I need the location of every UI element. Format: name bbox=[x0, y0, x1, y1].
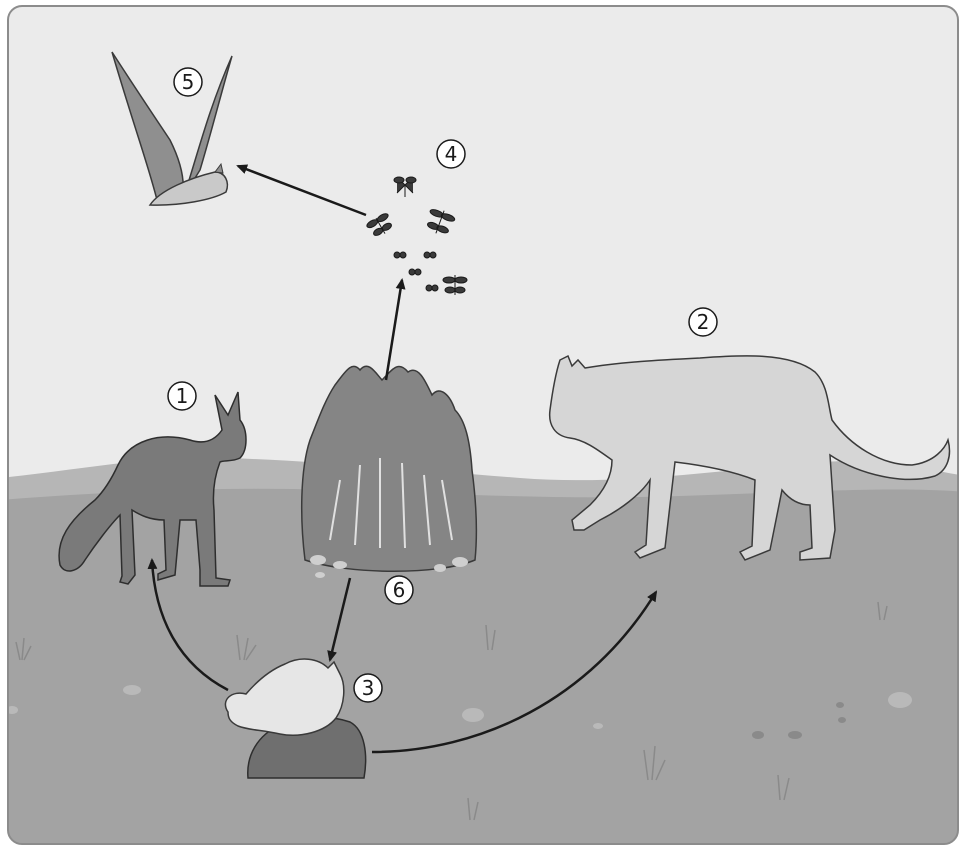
grass-tufts bbox=[15, 601, 888, 821]
label-fox-text: 1 bbox=[176, 384, 189, 408]
arrows bbox=[147, 164, 658, 754]
frame-border bbox=[7, 5, 959, 845]
insects-illustration bbox=[366, 176, 468, 295]
fox-illustration bbox=[58, 391, 247, 587]
label-insects: 4 bbox=[436, 139, 466, 169]
arrow-insects-to-bat bbox=[236, 164, 367, 217]
label-insects-text: 4 bbox=[445, 142, 458, 166]
label-chinchilla-text: 3 bbox=[362, 676, 375, 700]
label-chinchilla: 3 bbox=[353, 673, 383, 703]
ground bbox=[8, 488, 958, 844]
arrow-shrub-to-chinchilla bbox=[327, 577, 352, 662]
puma-illustration bbox=[548, 354, 951, 561]
label-shrub: 6 bbox=[384, 575, 414, 605]
arrow-chinchilla-to-puma bbox=[371, 590, 658, 754]
arrow-chinchilla-to-fox bbox=[147, 558, 229, 692]
bat-illustration bbox=[111, 51, 233, 206]
chinchilla-illustration bbox=[224, 658, 367, 779]
label-fox: 1 bbox=[167, 381, 197, 411]
shrub-illustration bbox=[300, 365, 478, 578]
arrow-shrub-to-insects bbox=[384, 278, 406, 381]
label-bat-text: 5 bbox=[182, 70, 195, 94]
label-puma: 2 bbox=[688, 307, 718, 337]
label-puma-text: 2 bbox=[697, 310, 710, 334]
label-shrub-text: 6 bbox=[393, 578, 406, 602]
label-bat: 5 bbox=[173, 67, 203, 97]
